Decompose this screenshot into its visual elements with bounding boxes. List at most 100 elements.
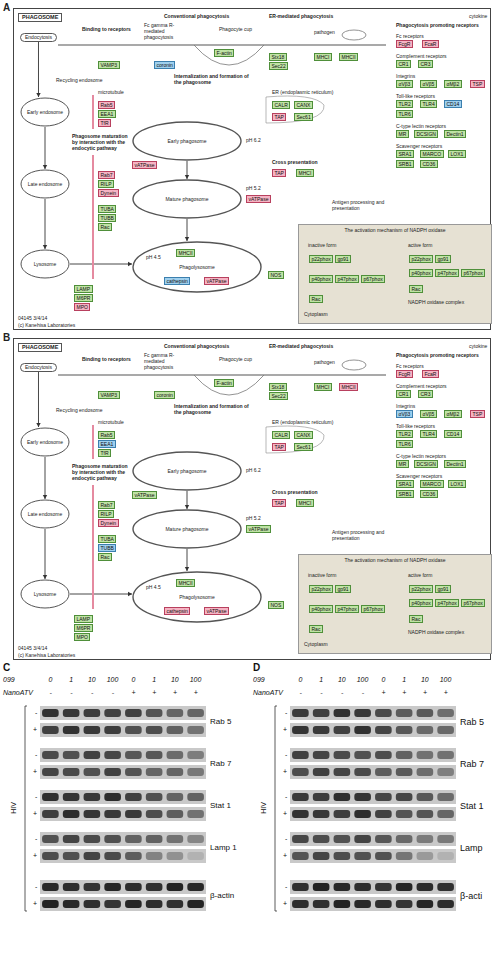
gene-box: vATPase	[204, 607, 229, 615]
protein-band	[125, 709, 142, 717]
compartment-membrane	[21, 170, 69, 198]
endosome-circle: Late endosome	[20, 169, 70, 199]
protein-band	[84, 768, 101, 776]
protein-name: Lamp 1	[210, 843, 237, 852]
node-text: MPO	[77, 304, 88, 310]
connector-line	[38, 372, 39, 427]
gene-box: NOS	[268, 601, 284, 609]
blot-strip	[290, 832, 456, 846]
map-label: Conventional phagocytosis	[164, 13, 229, 19]
protein-band	[375, 768, 392, 776]
protein-band	[104, 751, 121, 759]
protein-band	[375, 709, 392, 717]
protein-band	[437, 709, 454, 717]
node-text: The activation mechanism of NADPH oxidas…	[299, 555, 491, 563]
gene-box: CALR	[272, 101, 290, 109]
hiv-bracket	[25, 706, 27, 911]
protein-band	[125, 835, 142, 843]
node-text: TLR4	[423, 431, 435, 437]
node-text: MARCO	[423, 151, 442, 157]
gene-box: M6PR	[74, 294, 93, 302]
node-text: p47phox	[338, 606, 357, 612]
gene-box: TLR4	[420, 430, 437, 438]
protein-band	[292, 810, 309, 818]
er-outline	[266, 426, 324, 453]
node-text: Mature phagosome	[165, 196, 208, 202]
map-label: (c) Kanehisa Laboratories	[18, 322, 75, 328]
node-text: p22phox	[312, 586, 331, 592]
lane-sign: +	[444, 689, 448, 697]
lane-sign: +	[402, 689, 406, 697]
protein-band	[104, 726, 121, 734]
gene-box: Stx18	[269, 383, 287, 391]
node-text: Late endosome	[28, 511, 62, 517]
node-text: vATPase	[135, 492, 155, 498]
node-text: Early phagosome	[168, 138, 207, 144]
node-text: M6PR	[77, 295, 91, 301]
gene-box: MPO	[74, 633, 90, 641]
node-text: SRA1	[399, 151, 412, 157]
protein-band	[292, 709, 309, 717]
gene-box: cathepsin	[164, 607, 190, 615]
gene-box: EEA1	[98, 110, 116, 118]
blot-strip	[40, 832, 206, 846]
protein-band	[146, 900, 163, 908]
blot-strip	[40, 807, 206, 821]
gene-box: Dynein	[98, 519, 119, 527]
node-text: VAMP3	[101, 62, 118, 68]
node-text: Early endosome	[27, 109, 63, 115]
gene-box: MHCI	[314, 383, 332, 391]
protein-band	[313, 768, 330, 776]
gene-box: Rac	[409, 615, 423, 623]
gene-box: MHCII	[339, 383, 358, 391]
connector	[185, 161, 189, 179]
node-text: Lysosome	[34, 261, 57, 267]
protein-band	[104, 900, 121, 908]
gene-box: gp91	[335, 255, 351, 263]
phagocytic-cup	[194, 45, 264, 65]
gene-box: αMβ2	[444, 410, 462, 418]
map-label: Binding to receptors	[82, 356, 131, 362]
node-text: gp91	[438, 256, 449, 262]
hiv-sign: -	[285, 709, 287, 717]
lane-concentration: 100	[357, 676, 369, 684]
node-text: CALR	[275, 432, 288, 438]
protein-band	[313, 835, 330, 843]
node-text: αVβ5	[423, 411, 435, 417]
node-text: FcaR	[425, 371, 437, 377]
node-text: TUBB	[101, 545, 114, 551]
map-label: pH 4.5	[146, 254, 161, 260]
node-text: p40phox	[312, 606, 331, 612]
endosome-circle: Lysosome	[20, 579, 70, 609]
gene-box: F-actin	[214, 49, 234, 57]
protein-band	[63, 709, 80, 717]
node-text: αMβ2	[447, 81, 460, 87]
gene-box: CR1	[396, 60, 411, 68]
node-text: Endocytosis	[25, 364, 52, 370]
protein-band	[437, 900, 454, 908]
node-text: LAMP	[77, 616, 91, 622]
compartment-membrane	[133, 180, 241, 218]
gene-box: TLR2	[396, 430, 413, 438]
protein-band	[375, 852, 392, 860]
map-label: ER (endoplasmic reticulum)	[272, 419, 333, 425]
protein-band	[354, 852, 371, 860]
protein-band	[292, 900, 309, 908]
protein-band	[292, 793, 309, 801]
node-text: αVβ3	[399, 411, 411, 417]
node-text: vATPase	[249, 196, 269, 202]
map-label: Phagosome maturation by interaction with…	[72, 463, 128, 481]
hiv-sign: +	[33, 900, 37, 908]
map-label: C-type lectin receptors	[396, 453, 446, 459]
protein-band	[354, 726, 371, 734]
protein-band	[396, 751, 413, 759]
map-title-box: PHAGOSOME	[18, 343, 62, 352]
protein-band	[396, 709, 413, 717]
protein-band	[167, 768, 184, 776]
gene-box: M6PR	[74, 624, 93, 632]
node-text: gp91	[338, 256, 349, 262]
gene-box: TAP	[272, 113, 286, 121]
node-text: CR3	[421, 391, 431, 397]
map-label: Internalization and formation of the pha…	[174, 73, 254, 85]
